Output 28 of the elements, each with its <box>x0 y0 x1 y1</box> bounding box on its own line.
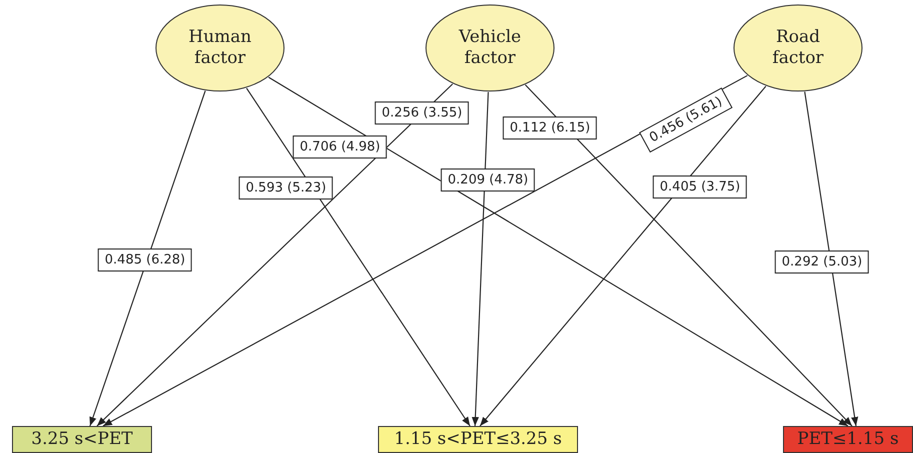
edge-label: 0.112 (6.15) <box>502 116 598 140</box>
factor-ellipse <box>155 4 285 92</box>
outcome-label: PET≤1.15 s <box>796 429 900 450</box>
arrow <box>480 86 766 426</box>
arrow <box>472 92 489 426</box>
outcome-box <box>378 426 578 453</box>
edge-label: 0.256 (3.55) <box>374 102 470 124</box>
edge-label: 0.706 (4.98) <box>292 136 388 158</box>
outcome-box <box>783 426 913 453</box>
factor-label: Road factor <box>771 27 825 69</box>
edge-label: 0.405 (3.75) <box>652 176 748 198</box>
arrow <box>268 76 848 426</box>
factor-label: Human factor <box>188 27 252 69</box>
arrow <box>804 92 858 426</box>
edge-label: 0.593 (5.23) <box>238 176 334 200</box>
edge-label: 0.292 (5.03) <box>774 250 870 274</box>
factor-label: Vehicle factor <box>458 27 522 69</box>
arrow <box>524 84 852 426</box>
factor-ellipse <box>425 4 555 92</box>
outcome-label: 1.15 s<PET≤3.25 s <box>393 429 563 450</box>
edge-label: 0.485 (6.28) <box>98 248 192 272</box>
arrow <box>246 88 470 426</box>
arrow <box>89 90 206 426</box>
outcome-label: 3.25 s<PET <box>30 429 134 450</box>
edge-label: 0.209 (4.78) <box>440 168 536 192</box>
factor-ellipse <box>733 4 863 92</box>
outcome-box <box>12 426 152 453</box>
arrow <box>96 84 453 426</box>
